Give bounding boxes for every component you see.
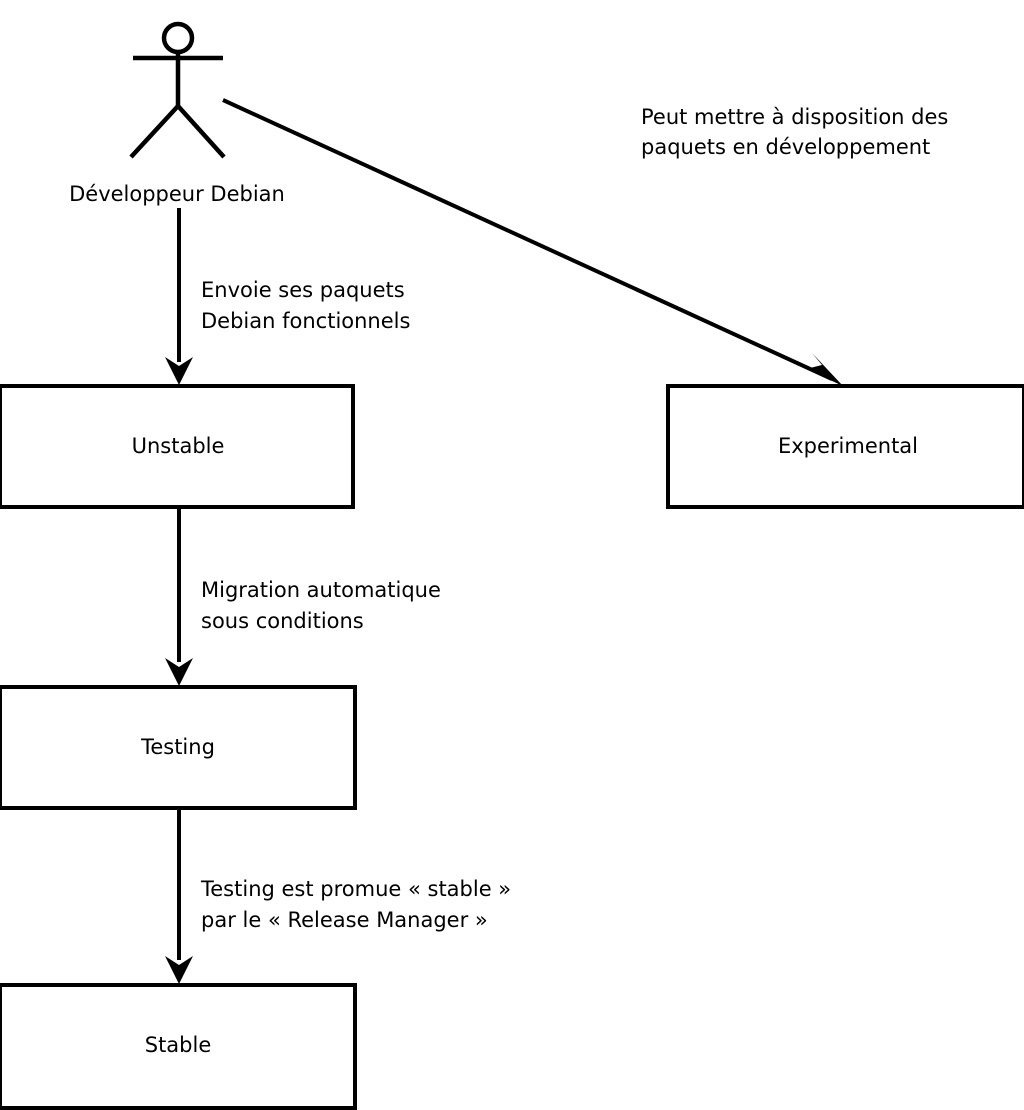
edge-dev-to-unstable-label-line2: Debian fonctionnels	[201, 309, 410, 333]
edge-testing-to-stable-label-line1: Testing est promue « stable »	[200, 877, 511, 901]
edge-dev-to-unstable-label-line1: Envoie ses paquets	[201, 278, 405, 302]
edge-unstable-to-testing	[165, 509, 193, 686]
note-dev-to-experimental-line2: paquets en développement	[641, 135, 930, 159]
node-unstable[interactable]: Unstable	[0, 384, 355, 509]
node-stable[interactable]: Stable	[0, 983, 357, 1110]
edge-dev-to-unstable	[165, 208, 193, 385]
node-experimental-label: Experimental	[778, 434, 918, 458]
node-testing-label: Testing	[140, 735, 215, 759]
note-dev-to-experimental-line1: Peut mettre à disposition des	[641, 105, 948, 129]
node-testing-box[interactable]	[0, 685, 357, 810]
node-experimental-box[interactable]	[666, 384, 1024, 509]
actor-left-leg-line	[129, 104, 180, 159]
edge-dev-to-experimental-arrowhead	[806, 353, 843, 386]
edge-dev-to-unstable-arrowhead	[165, 357, 193, 385]
node-stable-label: Stable	[145, 1033, 212, 1057]
node-stable-box[interactable]	[0, 983, 357, 1110]
node-unstable-box[interactable]	[0, 384, 355, 509]
edge-dev-to-experimental	[222, 98, 843, 386]
node-unstable-label: Unstable	[132, 434, 225, 458]
edge-unstable-to-testing-label-line1: Migration automatique	[201, 578, 441, 602]
node-experimental[interactable]: Experimental	[666, 384, 1024, 509]
stick-figure-actor-icon	[129, 21, 226, 159]
edge-testing-to-stable-label-line2: par le « Release Manager »	[201, 908, 488, 932]
actor-label: Développeur Debian	[69, 182, 285, 206]
edge-testing-to-stable-arrowhead	[165, 956, 193, 984]
edge-unstable-to-testing-arrowhead	[165, 658, 193, 686]
edge-dev-to-experimental-line	[222, 98, 833, 381]
edge-testing-to-stable	[165, 810, 193, 984]
node-testing[interactable]: Testing	[0, 685, 357, 810]
edge-unstable-to-testing-label-line2: sous conditions	[201, 609, 364, 633]
actor-head-icon	[161, 21, 195, 55]
actor-right-leg-line	[176, 104, 226, 159]
